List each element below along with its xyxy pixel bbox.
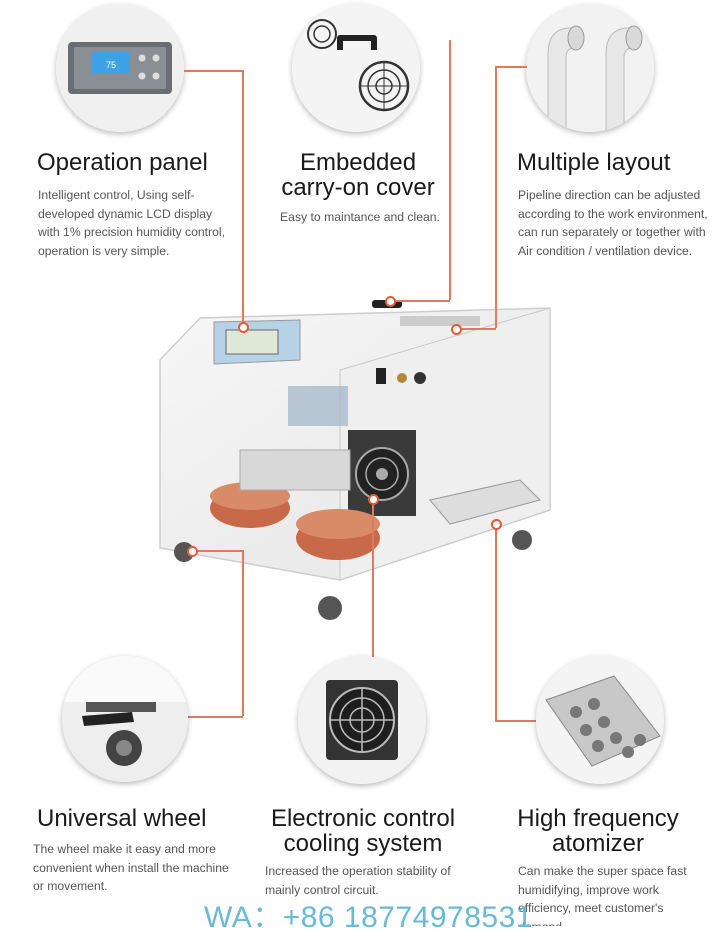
title-line: Electronic control <box>270 805 456 832</box>
desc-line: The wheel make it easy and more <box>33 842 216 856</box>
desc-line: or movement. <box>33 879 108 893</box>
desc-line: Can make the super space fast <box>518 864 687 878</box>
atomizer-dot <box>491 519 502 530</box>
desc-line: with 1% precision humidity control, <box>38 225 225 239</box>
title-line: High frequency <box>517 805 679 832</box>
desc-line: operation is very simple. <box>38 243 170 258</box>
universal-wheel-dot <box>187 546 198 557</box>
connector-line <box>242 70 244 326</box>
atomizer-image <box>536 656 664 784</box>
atomizer-title: High frequency atomizer <box>508 806 688 856</box>
desc-line: humidifying, improve work <box>518 882 659 897</box>
title-line: cooling system <box>283 830 443 857</box>
desc-line: developed dynamic LCD display <box>38 206 213 221</box>
desc-line: convenient when install the machine <box>33 860 229 875</box>
universal-wheel-desc: The wheel make it easy and more convenie… <box>33 840 247 896</box>
connector-line <box>495 524 497 720</box>
carry-cover-desc: Easy to maintance and clean. <box>262 208 458 227</box>
humidifier-machine-image <box>159 300 551 620</box>
desc-line: Easy to maintance and clean. <box>280 210 440 224</box>
operation-panel-desc: Intelligent control, Using self- develop… <box>38 186 248 260</box>
carry-cover-title: Embedded carry-on cover <box>262 150 454 200</box>
desc-line: Pipeline direction can be adjusted <box>518 188 701 202</box>
connector-line <box>390 300 450 302</box>
universal-wheel-image <box>62 656 188 782</box>
cooling-fan-image <box>298 656 426 784</box>
atomizer-desc: Can make the super space fast humidifyin… <box>518 862 708 926</box>
connector-line <box>495 66 527 68</box>
title-line: atomizer <box>551 830 645 857</box>
multiple-layout-image <box>526 4 654 132</box>
connector-line <box>449 40 451 300</box>
title-line: Embedded <box>299 149 417 176</box>
connector-line <box>495 66 497 328</box>
connector-line <box>192 550 242 552</box>
multiple-layout-title: Multiple layout <box>517 149 671 176</box>
desc-line: can run separately or together with <box>518 225 706 239</box>
connector-line <box>372 498 374 658</box>
desc-line: demand. <box>518 918 708 926</box>
title-line: carry-on cover <box>281 174 435 201</box>
connector-line <box>456 328 496 330</box>
operation-panel-image: 75 <box>56 4 184 132</box>
lcd-value: 75 <box>106 60 116 70</box>
connector-line <box>495 720 537 722</box>
desc-line: Air condition / ventilation device. <box>518 243 693 258</box>
contact-watermark: WA：+86 18774978531 <box>204 901 533 934</box>
connector-line <box>184 70 242 72</box>
cooling-system-dot <box>368 494 379 505</box>
multiple-layout-desc: Pipeline direction can be adjusted accor… <box>518 186 718 260</box>
desc-line: mainly control circuit. <box>265 882 379 897</box>
connector-line <box>242 550 244 716</box>
carry-cover-image <box>292 4 420 132</box>
connector-line <box>186 716 243 718</box>
multiple-layout-dot <box>451 324 462 335</box>
operation-panel-dot <box>238 322 249 333</box>
desc-line: efficiency, meet customer's <box>518 901 664 915</box>
universal-wheel-title: Universal wheel <box>37 805 207 832</box>
carry-cover-dot <box>385 296 396 307</box>
operation-panel-title: Operation panel <box>37 149 208 176</box>
desc-line: according to the work environment, <box>518 206 708 221</box>
desc-line: Intelligent control, Using self- <box>38 188 195 202</box>
cooling-system-desc: Increased the operation stability of mai… <box>265 862 469 899</box>
cooling-system-title: Electronic control cooling system <box>262 806 464 856</box>
desc-line: Increased the operation stability of <box>265 864 451 878</box>
